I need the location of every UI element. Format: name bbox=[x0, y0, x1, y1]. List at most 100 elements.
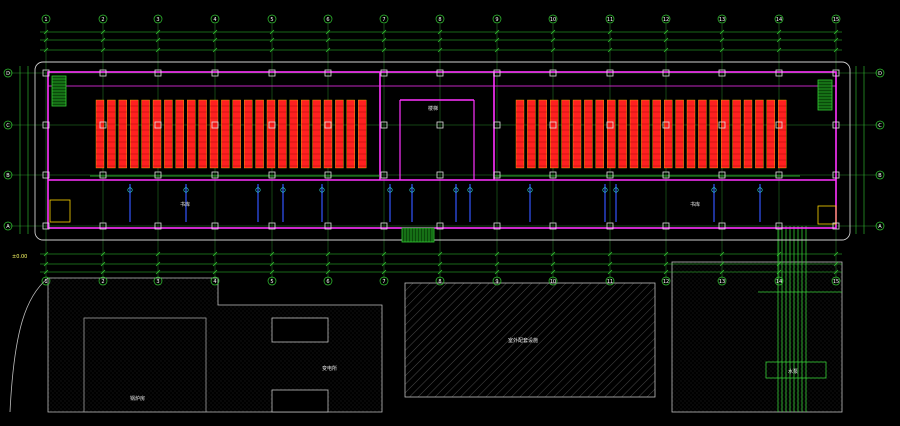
yard-label-right: 水泵 bbox=[788, 368, 798, 375]
dimension-tick bbox=[776, 251, 782, 257]
book-stack bbox=[686, 99, 696, 169]
small-box-2 bbox=[271, 389, 329, 413]
grid-label-bottom: 4 bbox=[213, 279, 216, 285]
column bbox=[324, 69, 332, 77]
grid-label-bottom: 2 bbox=[101, 279, 104, 285]
dimension-tick bbox=[607, 269, 613, 275]
column bbox=[268, 222, 276, 230]
column bbox=[99, 222, 107, 230]
grid-label-top: 9 bbox=[495, 17, 498, 23]
dimension-tick bbox=[100, 47, 106, 53]
grid-bubble-bottom bbox=[774, 276, 784, 286]
book-stack bbox=[301, 99, 310, 169]
dimension-tick bbox=[269, 269, 275, 275]
dimension-tick bbox=[43, 37, 49, 43]
grid-label-left: C bbox=[6, 123, 10, 129]
left-stair-treads bbox=[52, 78, 66, 104]
dimension-tick bbox=[550, 29, 556, 35]
grid-label-top: 7 bbox=[382, 17, 385, 23]
dimension-tick bbox=[494, 251, 500, 257]
dimension-tick bbox=[100, 37, 106, 43]
column bbox=[775, 69, 783, 77]
book-stack bbox=[732, 99, 741, 169]
book-stack bbox=[358, 99, 367, 169]
book-stack bbox=[312, 99, 321, 169]
pipe-valve bbox=[613, 187, 619, 193]
book-stack bbox=[152, 99, 162, 169]
column bbox=[662, 69, 670, 77]
grid-label-bottom: 1 bbox=[44, 279, 47, 285]
dimension-tick bbox=[100, 251, 106, 257]
dimension-tick bbox=[607, 261, 613, 267]
grid-label-bottom: 15 bbox=[833, 279, 839, 285]
dimension-tick bbox=[155, 37, 161, 43]
book-stack bbox=[232, 99, 241, 169]
pipe-valve bbox=[319, 187, 325, 193]
dimension-tick bbox=[43, 251, 49, 257]
grid-bubble-top bbox=[605, 14, 615, 24]
grid-bubble-left bbox=[3, 170, 13, 180]
book-stack bbox=[698, 99, 707, 169]
dimension-tick bbox=[607, 251, 613, 257]
dimension-tick bbox=[550, 37, 556, 43]
dimension-tick bbox=[494, 269, 500, 275]
dimension-tick bbox=[43, 47, 49, 53]
dimension-tick bbox=[381, 251, 387, 257]
dimension-tick bbox=[607, 29, 613, 35]
labels: 楼梯 书库 书库 锅炉房 变电所 室外配套设施 水泵 ±0.00 bbox=[12, 105, 798, 402]
grid-bubble-bottom bbox=[717, 276, 727, 286]
grid-label-bottom: 8 bbox=[438, 279, 441, 285]
dimension-tick bbox=[719, 261, 725, 267]
book-stack bbox=[266, 99, 276, 169]
column bbox=[324, 121, 332, 129]
book-stack bbox=[244, 99, 253, 169]
column bbox=[324, 171, 332, 179]
column bbox=[606, 69, 614, 77]
dimension-tick bbox=[381, 47, 387, 53]
dimension-tick bbox=[494, 47, 500, 53]
dimension-tick bbox=[381, 29, 387, 35]
dimension-tick bbox=[719, 269, 725, 275]
dimension-tick bbox=[663, 261, 669, 267]
column bbox=[549, 69, 557, 77]
book-stack bbox=[175, 99, 184, 169]
grid-bubble-bottom bbox=[492, 276, 502, 286]
room-label-stack-left: 书库 bbox=[180, 201, 190, 208]
grid-label-top: 4 bbox=[213, 17, 216, 23]
dimension-tick bbox=[776, 269, 782, 275]
dimension-tick bbox=[550, 261, 556, 267]
column bbox=[436, 121, 444, 129]
book-stack bbox=[709, 99, 718, 169]
grid-label-top: 5 bbox=[270, 17, 273, 23]
column bbox=[211, 171, 219, 179]
column bbox=[380, 171, 388, 179]
book-stack bbox=[95, 99, 105, 169]
column bbox=[549, 121, 557, 129]
dimension-tick bbox=[381, 269, 387, 275]
column bbox=[42, 171, 50, 179]
book-stack bbox=[198, 99, 207, 169]
book-stack bbox=[664, 99, 673, 169]
column bbox=[154, 171, 162, 179]
axis-grid: 1122334455667788991010111112121313141415… bbox=[3, 14, 885, 286]
book-stack bbox=[766, 99, 775, 169]
dimension-tick bbox=[776, 47, 782, 53]
grid-bubble-top bbox=[379, 14, 389, 24]
dimension-tick bbox=[212, 47, 218, 53]
grid-label-right: A bbox=[878, 224, 882, 230]
column bbox=[606, 171, 614, 179]
grid-label-left: A bbox=[6, 224, 10, 230]
book-stack bbox=[572, 99, 582, 169]
right-stair-treads bbox=[818, 82, 832, 108]
dimension-tick bbox=[437, 47, 443, 53]
column bbox=[606, 121, 614, 129]
grid-label-top: 12 bbox=[663, 17, 669, 23]
grid-label-bottom: 10 bbox=[550, 279, 556, 285]
column bbox=[42, 121, 50, 129]
column bbox=[268, 121, 276, 129]
grid-bubble-top bbox=[435, 14, 445, 24]
book-stack bbox=[755, 99, 764, 169]
book-stack bbox=[515, 99, 525, 169]
column bbox=[718, 171, 726, 179]
dimension-tick bbox=[663, 251, 669, 257]
